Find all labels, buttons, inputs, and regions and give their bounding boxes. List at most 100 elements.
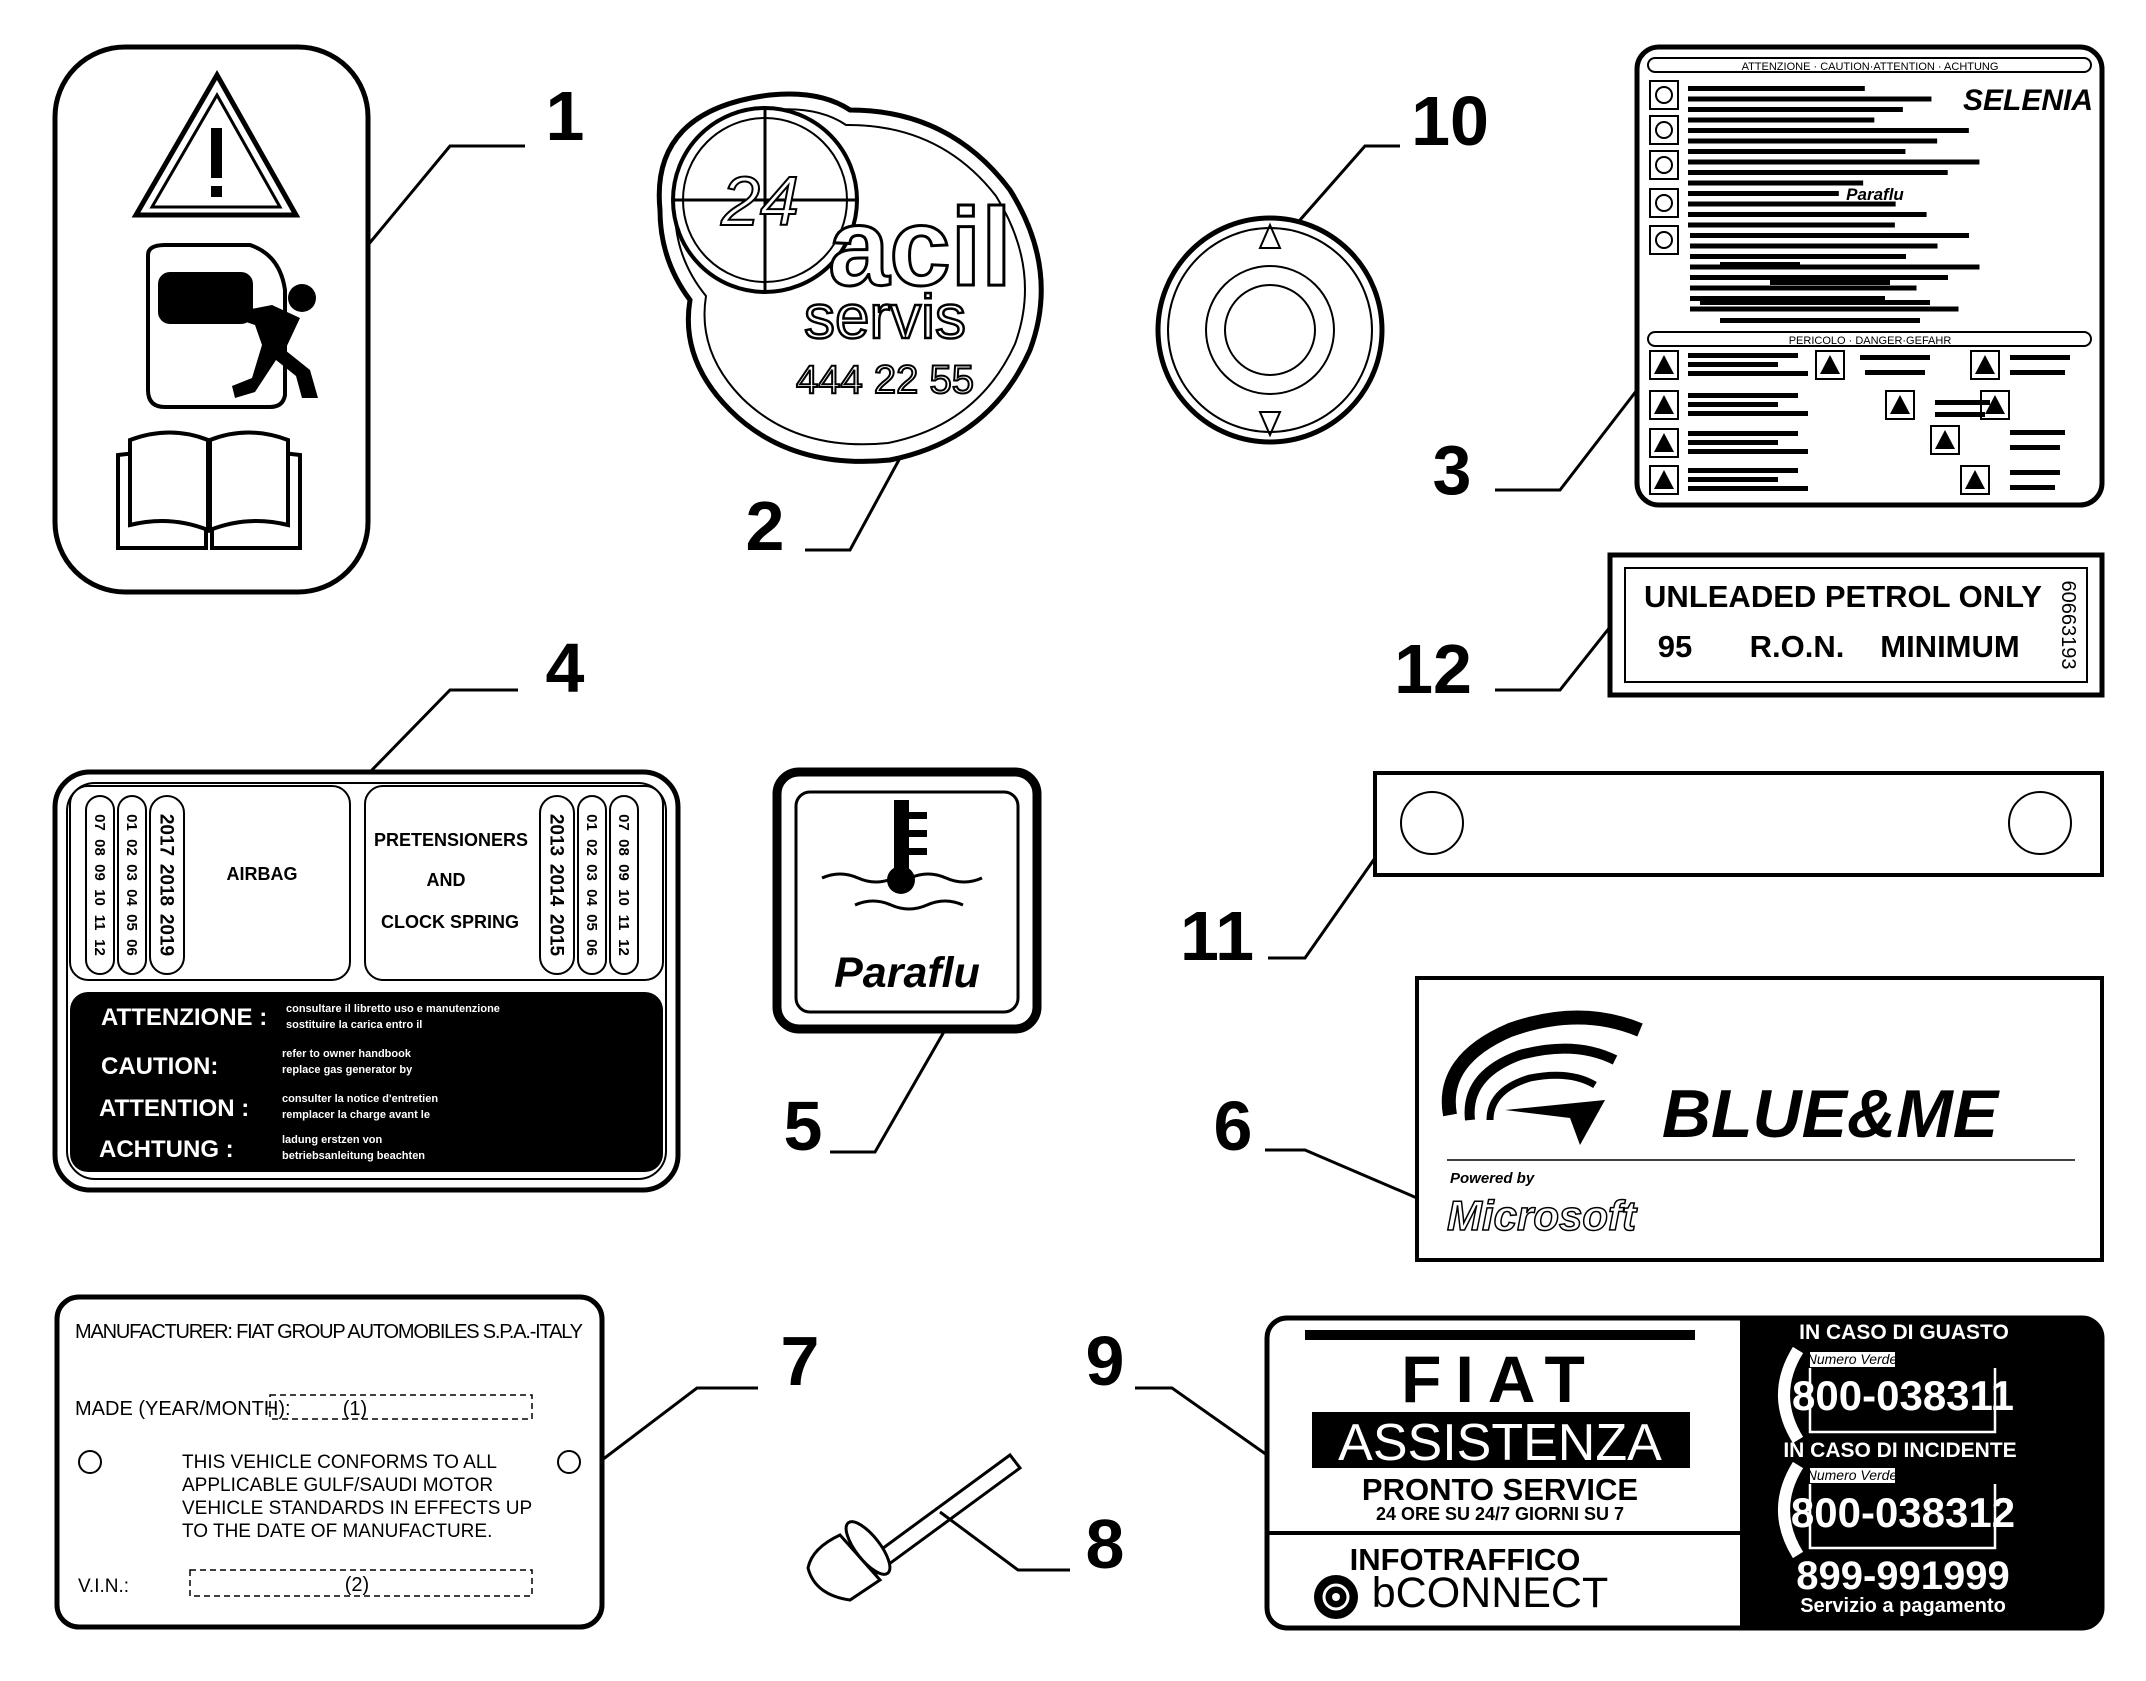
svg-text:remplacer la charge avant le: remplacer la charge avant le bbox=[282, 1109, 430, 1121]
svg-text:refer to owner handbook: refer to owner handbook bbox=[282, 1048, 412, 1060]
month-cell: 01 bbox=[583, 814, 600, 831]
month-cell: 03 bbox=[583, 864, 600, 881]
callout-11: 11 bbox=[1180, 857, 1377, 975]
label-3-coolant-warning-sticker: ATTENZIONE · CAUTION·ATTENTION · ACHTUNG… bbox=[1634, 44, 2105, 508]
thermometer-icon bbox=[821, 800, 983, 911]
vin-label: V.I.N.: bbox=[78, 1576, 129, 1597]
warning-triangle-icon bbox=[131, 69, 301, 218]
callout-number: 10 bbox=[1411, 82, 1489, 160]
part-code: 60663193 bbox=[2057, 581, 2079, 670]
callout-number: 1 bbox=[546, 77, 585, 155]
incidente-phone: 800-038312 bbox=[1791, 1489, 2015, 1536]
paraflu-text: Paraflu bbox=[834, 949, 980, 997]
label-9-fiat-assistenza-sticker: FIAT ASSISTENZA PRONTO SERVICE 24 ORE SU… bbox=[1264, 1315, 2105, 1631]
year-cell: 2014 bbox=[545, 864, 566, 907]
phone-icon bbox=[1778, 1346, 1804, 1444]
month-cell: 09 bbox=[615, 864, 632, 881]
month-cell: 02 bbox=[123, 839, 140, 856]
hazard-icon bbox=[1649, 150, 1679, 180]
hazard-icon bbox=[1649, 115, 1679, 145]
label-5-paraflu-sticker: Paraflu bbox=[772, 767, 1042, 1034]
paid-phone: 899-991999 bbox=[1796, 1554, 2010, 1598]
month-cell: 06 bbox=[123, 939, 140, 956]
month-cell: 08 bbox=[91, 839, 108, 856]
pretensioners-label: PRETENSIONERS bbox=[374, 830, 528, 850]
month-cell: 11 bbox=[615, 915, 632, 931]
fiat-brand: FIAT bbox=[1401, 1342, 1599, 1416]
callout-5: 5 bbox=[784, 1029, 947, 1165]
month-cell: 03 bbox=[123, 864, 140, 881]
callout-number: 6 bbox=[1214, 1087, 1253, 1165]
month-cell: 12 bbox=[615, 939, 632, 956]
label-11-plate bbox=[1373, 771, 2104, 877]
svg-text:replace gas generator by: replace gas generator by bbox=[282, 1064, 413, 1076]
month-cell: 05 bbox=[123, 914, 140, 931]
callout-8: 8 bbox=[939, 1505, 1124, 1583]
unleaded-text: UNLEADED PETROL ONLY bbox=[1644, 579, 2042, 614]
callout-2: 2 bbox=[746, 457, 902, 565]
month-cell: 11 bbox=[91, 915, 108, 931]
octane-number: 95 bbox=[1658, 629, 1692, 664]
month-cell: 08 bbox=[615, 839, 632, 856]
month-cell: 04 bbox=[583, 889, 600, 906]
svg-text:ladung erstzen von: ladung erstzen von bbox=[282, 1134, 383, 1146]
year-cell: 2015 bbox=[545, 914, 566, 957]
callout-number: 5 bbox=[784, 1087, 823, 1165]
bconnect-icon bbox=[1314, 1575, 1358, 1619]
callout-9: 9 bbox=[1086, 1322, 1268, 1457]
month-cell: 07 bbox=[91, 814, 108, 831]
month-cell: 01 bbox=[123, 814, 140, 831]
year-cell: 2013 bbox=[545, 814, 566, 856]
bconnect-text: bCONNECT bbox=[1372, 1569, 1609, 1617]
acil-brand: acil bbox=[828, 186, 1011, 309]
label-1-warning-sticker bbox=[52, 44, 371, 595]
pronto-service-text: PRONTO SERVICE bbox=[1362, 1472, 1638, 1507]
month-cell: 07 bbox=[615, 814, 632, 831]
month-cell: 02 bbox=[583, 839, 600, 856]
assistenza-text: ASSISTENZA bbox=[1338, 1414, 1662, 1472]
svg-text:ATTENZIONE :: ATTENZIONE : bbox=[101, 1004, 267, 1031]
svg-text:APPLICABLE GULF/SAUDI MOTOR: APPLICABLE GULF/SAUDI MOTOR bbox=[182, 1475, 493, 1496]
svg-text:consulter la notice d'entretie: consulter la notice d'entretien bbox=[282, 1093, 438, 1105]
and-label: AND bbox=[427, 870, 466, 890]
guasto-phone: 800-038311 bbox=[1792, 1372, 2014, 1419]
svg-text:consultare il libretto uso e m: consultare il libretto uso e manutenzion… bbox=[286, 1003, 500, 1015]
callout-7: 7 bbox=[601, 1322, 820, 1462]
guasto-text: IN CASO DI GUASTO bbox=[1799, 1321, 2009, 1344]
made-field: (1) bbox=[343, 1398, 367, 1420]
callout-number: 4 bbox=[546, 629, 585, 707]
clock-24-icon: 24 bbox=[671, 106, 859, 294]
product-name: Paraflu bbox=[1846, 185, 1904, 204]
numero-verde-2: Numero Verde bbox=[1807, 1467, 1898, 1483]
incidente-text: IN CASO DI INCIDENTE bbox=[1783, 1439, 2016, 1462]
callout-number: 2 bbox=[746, 487, 785, 565]
hazard-icon bbox=[1649, 225, 1679, 255]
callout-number: 3 bbox=[1433, 431, 1472, 509]
callout-1: 1 bbox=[366, 77, 585, 246]
month-cell: 05 bbox=[583, 914, 600, 931]
callout-number: 7 bbox=[781, 1322, 820, 1400]
callout-number: 9 bbox=[1086, 1322, 1125, 1400]
hazard-icon bbox=[1649, 188, 1679, 218]
blueandme-brand: BLUE&ME bbox=[1662, 1076, 2001, 1152]
manufacturer-text: MANUFACTURER: FIAT GROUP AUTOMOBILES S.P… bbox=[75, 1321, 583, 1343]
month-cell: 10 bbox=[91, 889, 108, 906]
book-icon bbox=[116, 430, 302, 550]
svg-text:TO THE DATE OF MANUFACTURE.: TO THE DATE OF MANUFACTURE. bbox=[182, 1521, 492, 1542]
airbag-label: AIRBAG bbox=[227, 864, 298, 884]
callout-number: 11 bbox=[1180, 897, 1254, 975]
callout-4: 4 bbox=[368, 629, 585, 774]
label-7-manufacturer-plate: MANUFACTURER: FIAT GROUP AUTOMOBILES S.P… bbox=[54, 1294, 605, 1630]
label-2-acil-servis-sticker: 24 acil servis 444 22 55 bbox=[656, 91, 1044, 464]
callout-6: 6 bbox=[1214, 1087, 1418, 1200]
paid-service-text: Servizio a pagamento bbox=[1800, 1595, 2006, 1617]
phone-icon bbox=[1778, 1461, 1804, 1559]
ron-text: R.O.N. bbox=[1750, 629, 1845, 664]
airbag-person-icon bbox=[146, 243, 318, 409]
text-lines bbox=[1649, 80, 2070, 495]
acil-phone: 444 22 55 bbox=[796, 358, 974, 402]
year-cell: 2017 bbox=[155, 814, 176, 856]
